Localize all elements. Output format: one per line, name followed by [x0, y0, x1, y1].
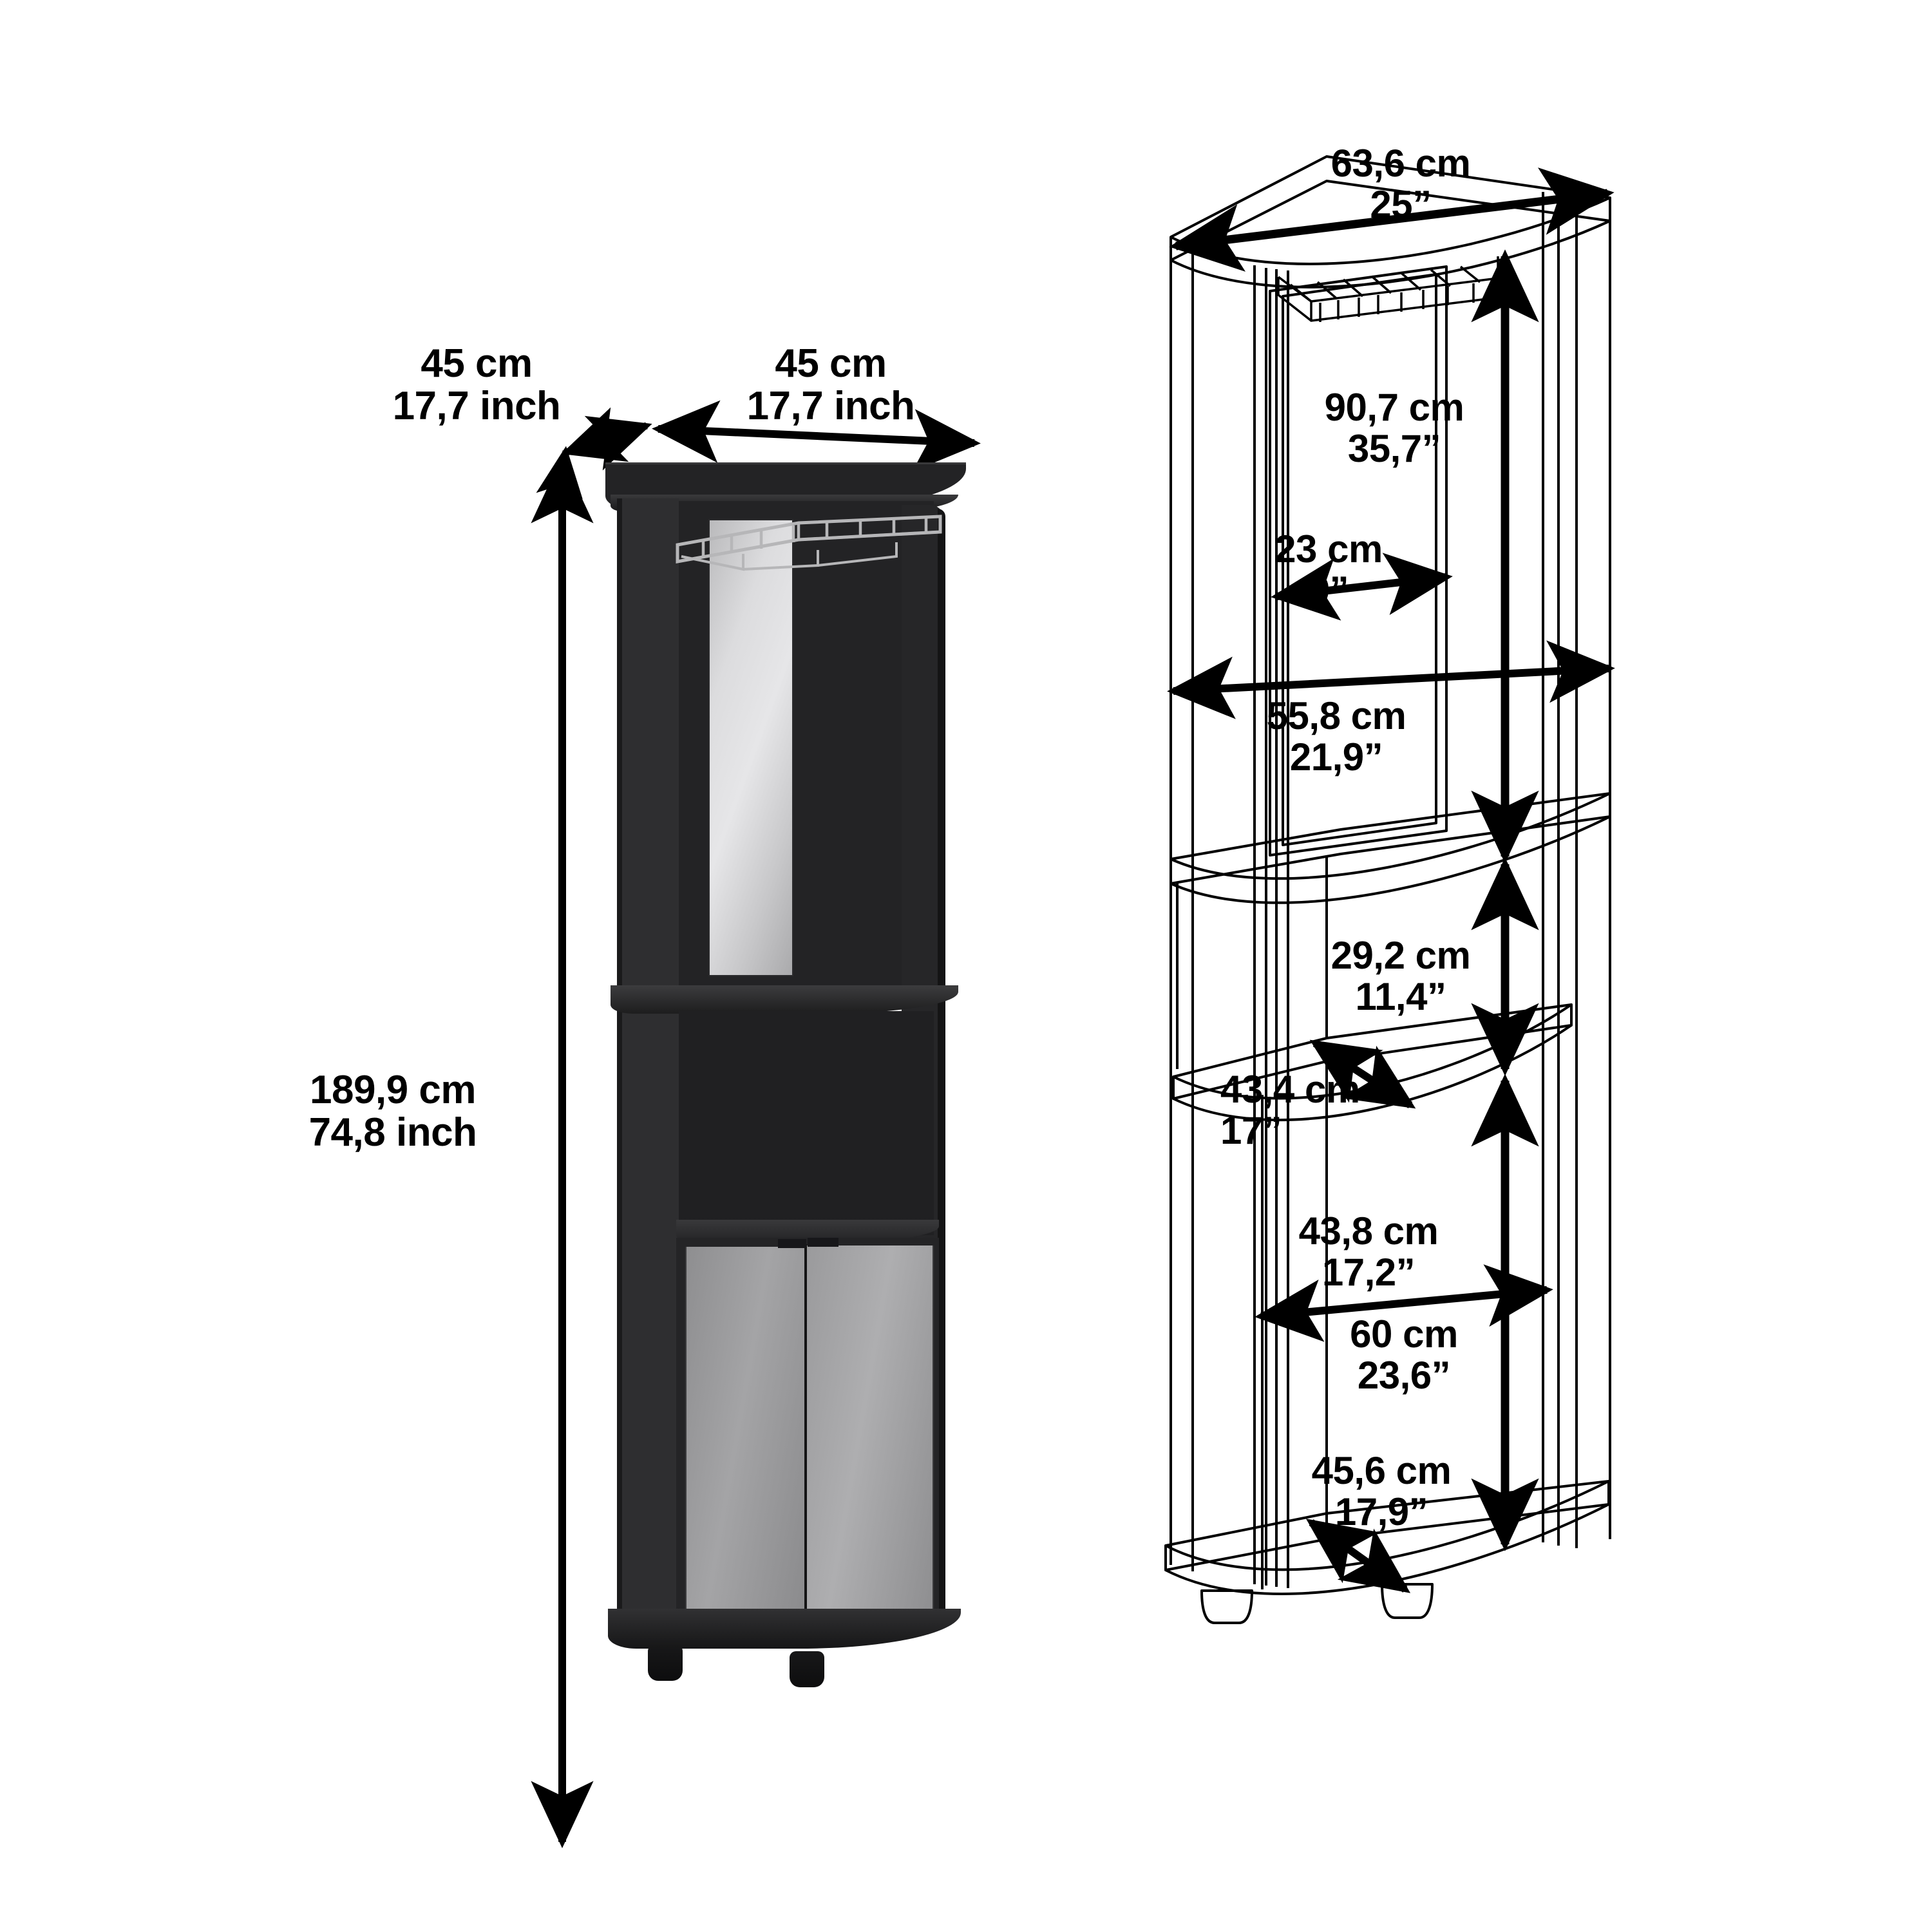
middle-shelf-curve	[1170, 815, 1611, 904]
label-height-cm: 189,9 cm	[309, 1068, 476, 1112]
middle-shelf	[611, 985, 958, 1014]
label-mirror-width: 23 cm 9”	[1274, 529, 1383, 611]
glass-door-right[interactable]	[806, 1245, 934, 1618]
label-middle-height: 29,2 cm 11,4”	[1331, 935, 1471, 1017]
label-upper-inner-width-inch: 21,9”	[1289, 735, 1383, 779]
label-lower-height-inch: 23,6”	[1357, 1353, 1451, 1397]
label-depth-inch: 17,7 inch	[392, 383, 561, 428]
label-lower-width-cm: 43,8 cm	[1298, 1209, 1439, 1253]
label-middle-depth-cm: 43,4 cm	[1220, 1068, 1360, 1111]
left-side-panel	[617, 498, 679, 1629]
label-lower-height-cm: 60 cm	[1350, 1312, 1458, 1356]
left-side-panel-edge	[617, 498, 622, 1629]
label-base-depth-inch: 17,9”	[1334, 1490, 1428, 1533]
label-middle-height-inch: 11,4”	[1355, 974, 1446, 1018]
label-base-depth: 45,6 cm 17,9”	[1312, 1450, 1452, 1532]
label-upper-inner-width-cm: 55,8 cm	[1266, 694, 1406, 737]
label-top-width: 63,6 cm 25”	[1331, 143, 1471, 225]
middle-shelf-curve-top	[1170, 792, 1611, 880]
label-top-width-cm: 63,6 cm	[1331, 142, 1471, 185]
label-height-inch: 74,8 inch	[308, 1110, 477, 1155]
right-side-panel-edge	[938, 509, 945, 1627]
mirror-back-panel	[708, 519, 793, 976]
label-middle-depth-inch: 17”	[1220, 1108, 1282, 1152]
label-middle-height-cm: 29,2 cm	[1331, 934, 1471, 977]
label-upper-inner-width: 55,8 cm 21,9”	[1267, 696, 1406, 777]
technical-dimension-arrows	[1167, 167, 1615, 1593]
arrow-middle-depth	[1309, 1039, 1416, 1109]
label-lower-width: 43,8 cm 17,2”	[1299, 1211, 1439, 1293]
hinge-right	[808, 1238, 838, 1247]
foot-right	[790, 1651, 824, 1687]
label-upper-height: 90,7 cm 35,7”	[1325, 387, 1464, 469]
middle-compartment-edges	[1176, 857, 1328, 1069]
label-lower-width-inch: 17,2”	[1321, 1250, 1416, 1294]
door-center-seam	[804, 1244, 807, 1622]
label-upper-height-cm: 90,7 cm	[1324, 386, 1464, 429]
glass-door-left[interactable]	[685, 1247, 806, 1622]
arrow-base-depth	[1305, 1519, 1411, 1593]
label-width-cm: 45 cm	[775, 341, 887, 386]
label-middle-depth: 43,4 cm 17”	[1220, 1069, 1360, 1151]
label-base-depth-cm: 45,6 cm	[1311, 1449, 1452, 1492]
foot-left	[648, 1645, 683, 1681]
left-back-panel	[1170, 237, 1194, 1571]
stemware-rack	[676, 515, 942, 571]
hinge-left	[778, 1239, 806, 1248]
label-height: 189,9 cm 74,8 inch	[309, 1069, 477, 1153]
label-lower-height: 60 cm 23,6”	[1350, 1314, 1458, 1396]
arrow-upper-inner-width	[1167, 640, 1615, 719]
label-mirror-width-cm: 23 cm	[1274, 527, 1383, 571]
label-top-width-inch: 25”	[1370, 182, 1432, 226]
foot-right-wireframe	[1381, 1583, 1434, 1619]
arrow-width	[652, 400, 981, 472]
arrow-mirror-width	[1271, 553, 1453, 621]
right-upright-group	[1542, 192, 1611, 1548]
label-mirror-width-inch: 9”	[1308, 568, 1349, 612]
label-depth: 45 cm 17,7 inch	[393, 343, 561, 427]
label-upper-height-inch: 35,7”	[1347, 426, 1441, 470]
cabinet-render	[605, 462, 966, 1834]
open-compartment	[679, 1011, 934, 1235]
stemware-rack-wireframe	[1277, 256, 1499, 322]
foot-left-wireframe	[1200, 1589, 1253, 1624]
corner-upright-group	[1253, 265, 1289, 1588]
arrow-top-width	[1169, 167, 1615, 272]
label-depth-cm: 45 cm	[421, 341, 533, 386]
